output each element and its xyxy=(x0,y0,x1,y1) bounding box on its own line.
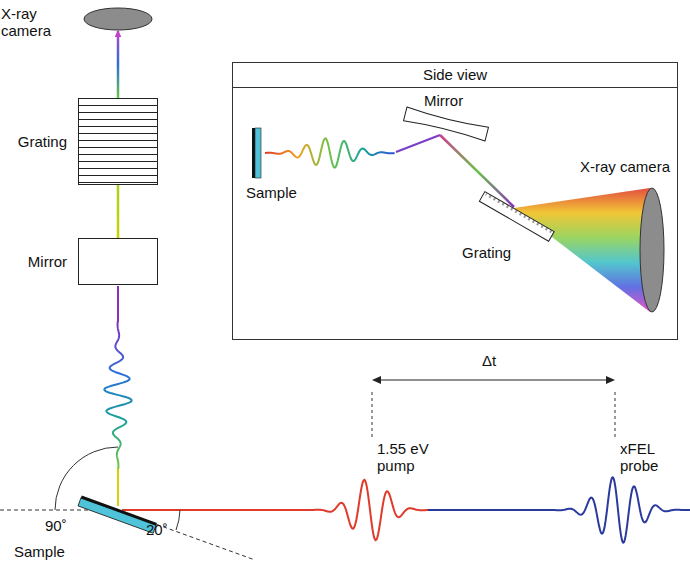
time-marker xyxy=(615,392,616,438)
dispersed-beam xyxy=(514,188,650,312)
grating-box: Grating xyxy=(78,98,158,185)
xray-beam xyxy=(117,31,120,98)
side-camera-label: X-ray camera xyxy=(580,158,675,175)
pump-label: 1.55 eV pump xyxy=(377,440,439,475)
xray-beam xyxy=(117,286,119,322)
xray-beam xyxy=(117,185,120,238)
delay-arrow xyxy=(376,379,611,380)
side-mirror-label: Mirror xyxy=(424,92,484,109)
sample xyxy=(252,128,255,178)
xray-beam xyxy=(440,135,514,207)
part-label: X-ray camera xyxy=(1,5,57,40)
side-sample-label: Sample xyxy=(246,184,306,201)
mirror-box: Mirror xyxy=(78,238,158,285)
camera: X-ray camera xyxy=(83,7,153,31)
pump-beam xyxy=(122,509,312,511)
xray-beam xyxy=(396,135,440,152)
delay-arrowheads xyxy=(372,376,615,384)
camera-outline xyxy=(83,7,153,31)
delay-label: Δt xyxy=(480,352,524,369)
mirror xyxy=(404,107,489,141)
xray-pulse xyxy=(265,138,395,167)
time-marker xyxy=(372,392,373,438)
grating xyxy=(479,192,554,242)
part-label: Grating xyxy=(18,133,67,150)
side-grating-label: Grating xyxy=(462,244,526,261)
panel-heading: Side view xyxy=(233,63,677,88)
xray-beam xyxy=(117,468,119,506)
pump-pulse xyxy=(310,480,430,540)
sample xyxy=(255,128,261,178)
camera xyxy=(640,188,664,312)
sample xyxy=(78,496,157,534)
angle-label: 20˚ xyxy=(146,521,186,538)
probe-beam xyxy=(428,509,545,511)
angle-arc xyxy=(176,510,180,530)
probe-pulse xyxy=(544,477,690,542)
sample-label: Sample xyxy=(14,543,74,560)
angle-label: 90˚ xyxy=(45,517,85,534)
reference-line xyxy=(0,510,95,511)
part-label: Mirror xyxy=(28,253,67,270)
probe-label: xFEL probe xyxy=(620,440,668,475)
